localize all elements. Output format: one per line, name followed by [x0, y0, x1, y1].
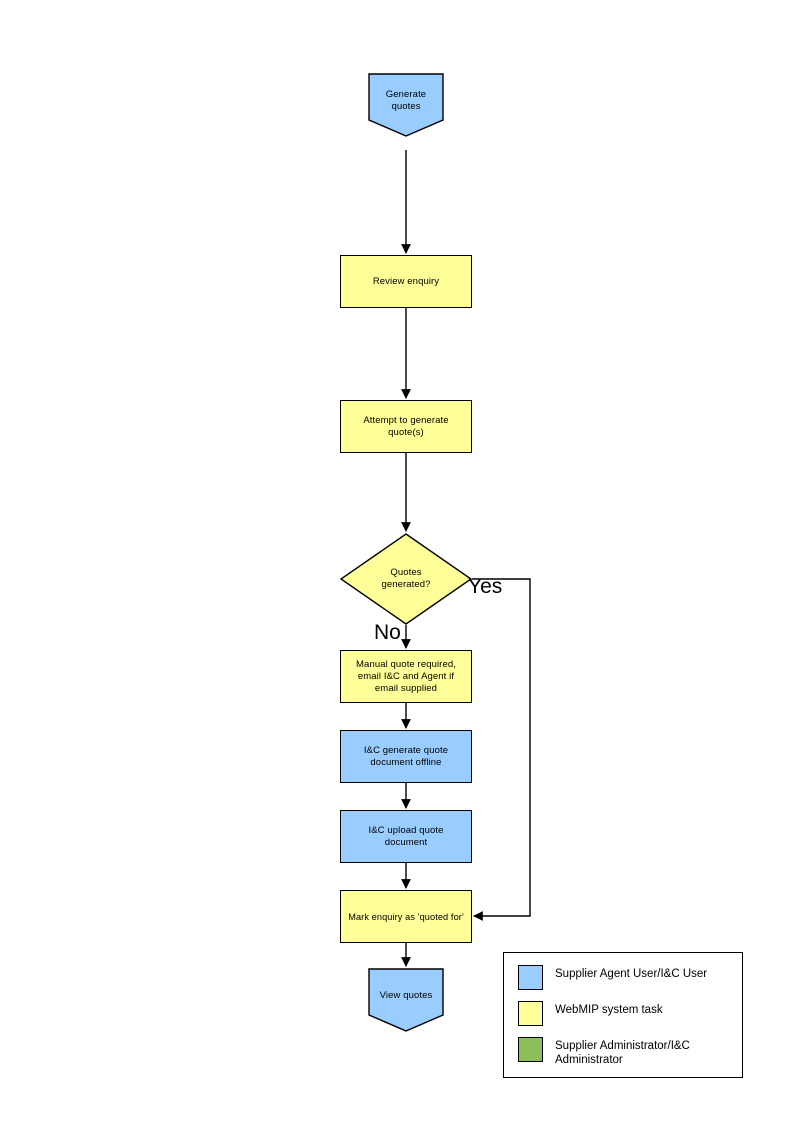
legend-item: Supplier Agent User/I&C User: [518, 965, 742, 990]
legend-label: Supplier Agent User/I&C User: [555, 968, 708, 980]
node-mark-enquiry-quoted-for[interactable]: Mark enquiry as 'quoted for': [340, 890, 472, 943]
legend-label: WebMIP system task: [555, 1004, 663, 1016]
legend-swatch-admin-task: [518, 1037, 543, 1062]
node-label: Attempt to generate quote(s): [363, 414, 449, 438]
node-review-enquiry[interactable]: Review enquiry: [340, 255, 472, 308]
legend-swatch-user-task: [518, 965, 543, 990]
node-ic-upload-quote-document[interactable]: I&C upload quote document: [340, 810, 472, 863]
pentagon-shape: [368, 73, 444, 137]
edge-label-no: No: [374, 621, 401, 644]
diamond-shape: [340, 533, 472, 625]
legend: Supplier Agent User/I&C User WebMIP syst…: [503, 952, 743, 1078]
node-attempt-generate-quotes[interactable]: Attempt to generate quote(s): [340, 400, 472, 453]
node-quotes-generated-decision[interactable]: Quotes generated?: [340, 533, 472, 625]
node-label: Quotes generated?: [381, 567, 431, 590]
edge-decision-yes-to-mark: [472, 578, 531, 921]
node-label: Manual quote required, email I&C and Age…: [356, 658, 456, 694]
node-label: Review enquiry: [372, 275, 440, 287]
node-manual-quote-required[interactable]: Manual quote required, email I&C and Age…: [340, 650, 472, 703]
node-label: Mark enquiry as 'quoted for': [348, 911, 464, 922]
node-label: Generate quotes: [385, 89, 427, 112]
legend-item: Supplier Administrator/I&C Administrator: [518, 1037, 742, 1067]
node-label: I&C generate quote document offline: [363, 744, 449, 768]
legend-swatch-system-task: [518, 1001, 543, 1026]
node-ic-generate-quote-offline[interactable]: I&C generate quote document offline: [340, 730, 472, 783]
legend-item: WebMIP system task: [518, 1001, 742, 1026]
node-label: I&C upload quote document: [368, 824, 444, 848]
legend-label: Supplier Administrator/I&C Administrator: [555, 1040, 690, 1066]
node-generate-quotes[interactable]: Generate quotes: [368, 73, 444, 137]
edge-label-yes: Yes: [468, 575, 503, 598]
pentagon-shape: [368, 968, 444, 1032]
node-view-quotes[interactable]: View quotes: [368, 968, 444, 1032]
node-label: View quotes: [379, 990, 433, 1001]
